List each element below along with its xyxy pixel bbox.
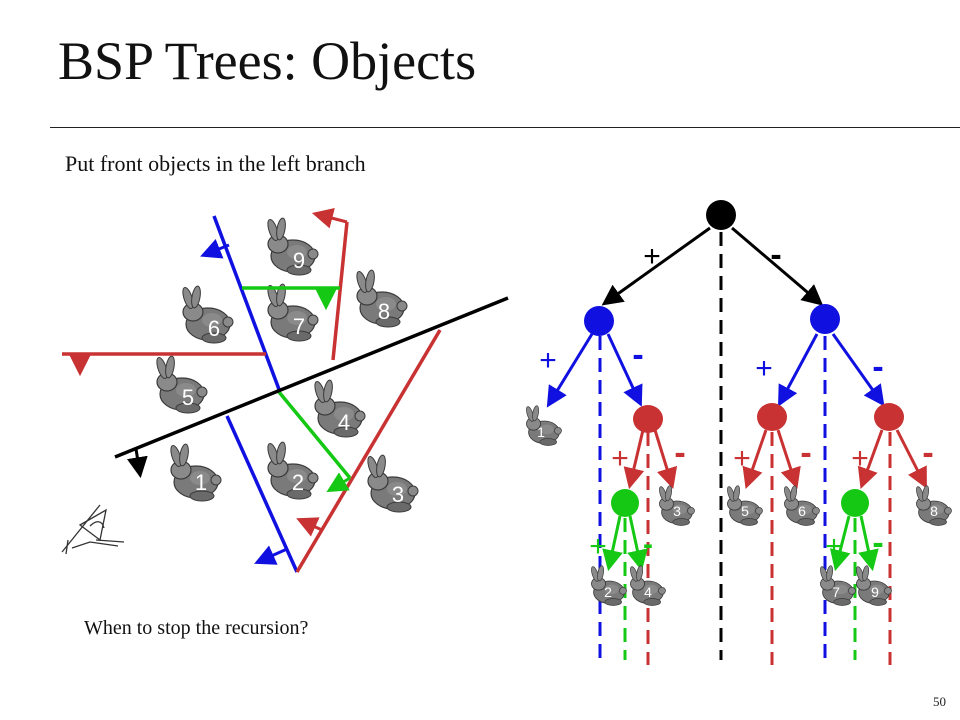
scene-bunny-1: 1 <box>168 442 222 502</box>
sign-blue-right-minus: - <box>872 348 883 386</box>
blue-normal-upper <box>200 239 230 259</box>
scene-bunny-label: 8 <box>378 299 390 324</box>
node-green-b <box>841 489 869 517</box>
edge-red-c-leaf8 <box>895 429 927 489</box>
edge-root-right <box>731 226 824 306</box>
slide-subtitle: Put front objects in the left branch <box>65 151 366 176</box>
edge-blue-left-leaf <box>546 333 594 408</box>
leaf-label-2: 2 <box>604 584 612 600</box>
edge-red-a-leaf <box>653 429 678 490</box>
edge-green-b-leaf9 <box>858 515 879 572</box>
node-red-b <box>757 403 787 431</box>
node-red-c <box>874 403 904 431</box>
scene-bunny-7: 7 <box>265 282 319 342</box>
scene-bunny-label: 2 <box>292 470 304 495</box>
edge-green-a-leaf2 <box>602 515 623 572</box>
black-normal <box>126 448 148 479</box>
scene: 9 6 7 8 5 4 1 2 3 <box>61 208 509 573</box>
edge-red-b-leaf5 <box>742 429 768 489</box>
edge-green-b-leaf7 <box>829 515 851 572</box>
bsp-tree: + - + - + - + - + - + - + - + - 1 3 5 6 … <box>524 200 952 665</box>
leaf-label-8: 8 <box>930 503 938 519</box>
blue-plane-lower <box>225 415 299 573</box>
node-green-a <box>611 489 639 517</box>
scene-bunny-5: 5 <box>154 354 208 414</box>
edge-red-a-green <box>623 429 645 490</box>
red-plane-lower-right <box>295 329 442 573</box>
node-blue-right <box>810 304 840 334</box>
edge-blue-right-red <box>778 333 819 407</box>
sign-red-a-plus: + <box>611 442 629 475</box>
leaf-label-6: 6 <box>798 503 806 519</box>
sign-red-c-plus: + <box>851 442 869 475</box>
edge-red-b-leaf6 <box>776 429 801 489</box>
scene-bunny-label: 6 <box>208 316 220 341</box>
sign-green-b-minus: - <box>872 524 883 562</box>
scene-bunny-label: 1 <box>195 470 207 495</box>
sign-root-plus: + <box>643 240 661 273</box>
leaf-label-9: 9 <box>871 584 879 600</box>
scene-bunny-6: 6 <box>180 284 234 344</box>
sign-blue-right-plus: + <box>755 352 773 385</box>
page-number: 50 <box>933 694 946 709</box>
leaf-label-7: 7 <box>832 584 840 600</box>
edge-blue-right-red2 <box>831 333 885 407</box>
sign-blue-left-minus: - <box>632 336 643 374</box>
leaf-label-5: 5 <box>741 503 749 519</box>
scene-bunny-2: 2 <box>265 440 319 500</box>
sign-red-b-minus: - <box>800 434 811 472</box>
node-blue-left <box>584 306 614 336</box>
sign-blue-left-plus: + <box>539 344 557 377</box>
slide-title: BSP Trees: Objects <box>58 31 477 91</box>
scene-bunny-4: 4 <box>312 378 366 438</box>
sign-red-c-minus: - <box>922 434 933 472</box>
edge-root-left <box>601 226 711 306</box>
scene-bunny-3: 3 <box>365 453 419 513</box>
scene-bunny-label: 7 <box>293 314 305 339</box>
red-plane-upper-right <box>331 221 349 361</box>
leaf-label-1: 1 <box>537 424 545 440</box>
recursion-question: When to stop the recursion? <box>84 617 309 639</box>
red-normal-upper-right <box>311 208 348 229</box>
green-normal-lower <box>326 472 351 493</box>
edge-green-a-leaf4 <box>627 515 648 572</box>
title-divider <box>50 127 960 128</box>
scene-bunny-label: 9 <box>293 248 305 273</box>
blue-normal-lower <box>254 545 288 565</box>
leaf-label-3: 3 <box>673 503 681 519</box>
sign-red-b-plus: + <box>733 442 751 475</box>
black-plane <box>114 296 509 459</box>
node-red-a <box>633 405 663 433</box>
node-root <box>706 200 736 230</box>
sign-red-a-minus: - <box>674 434 685 472</box>
sign-green-a-plus: + <box>589 530 607 563</box>
edge-blue-left-red <box>606 333 643 407</box>
sign-root-minus: - <box>770 236 781 274</box>
eye-icon <box>61 504 125 555</box>
red-normal-lower-right <box>296 517 323 537</box>
scene-bunny-8: 8 <box>354 268 408 328</box>
sign-green-b-plus: + <box>825 530 843 563</box>
edge-red-c-green <box>857 429 884 489</box>
scene-bunny-label: 3 <box>392 482 404 507</box>
sign-green-a-minus: - <box>643 528 653 561</box>
scene-bunny-9: 9 <box>265 216 319 276</box>
leaf-label-4: 4 <box>644 584 652 600</box>
green-plane-lower <box>277 390 352 480</box>
scene-bunny-label: 5 <box>182 385 194 410</box>
scene-bunny-label: 4 <box>338 410 350 435</box>
